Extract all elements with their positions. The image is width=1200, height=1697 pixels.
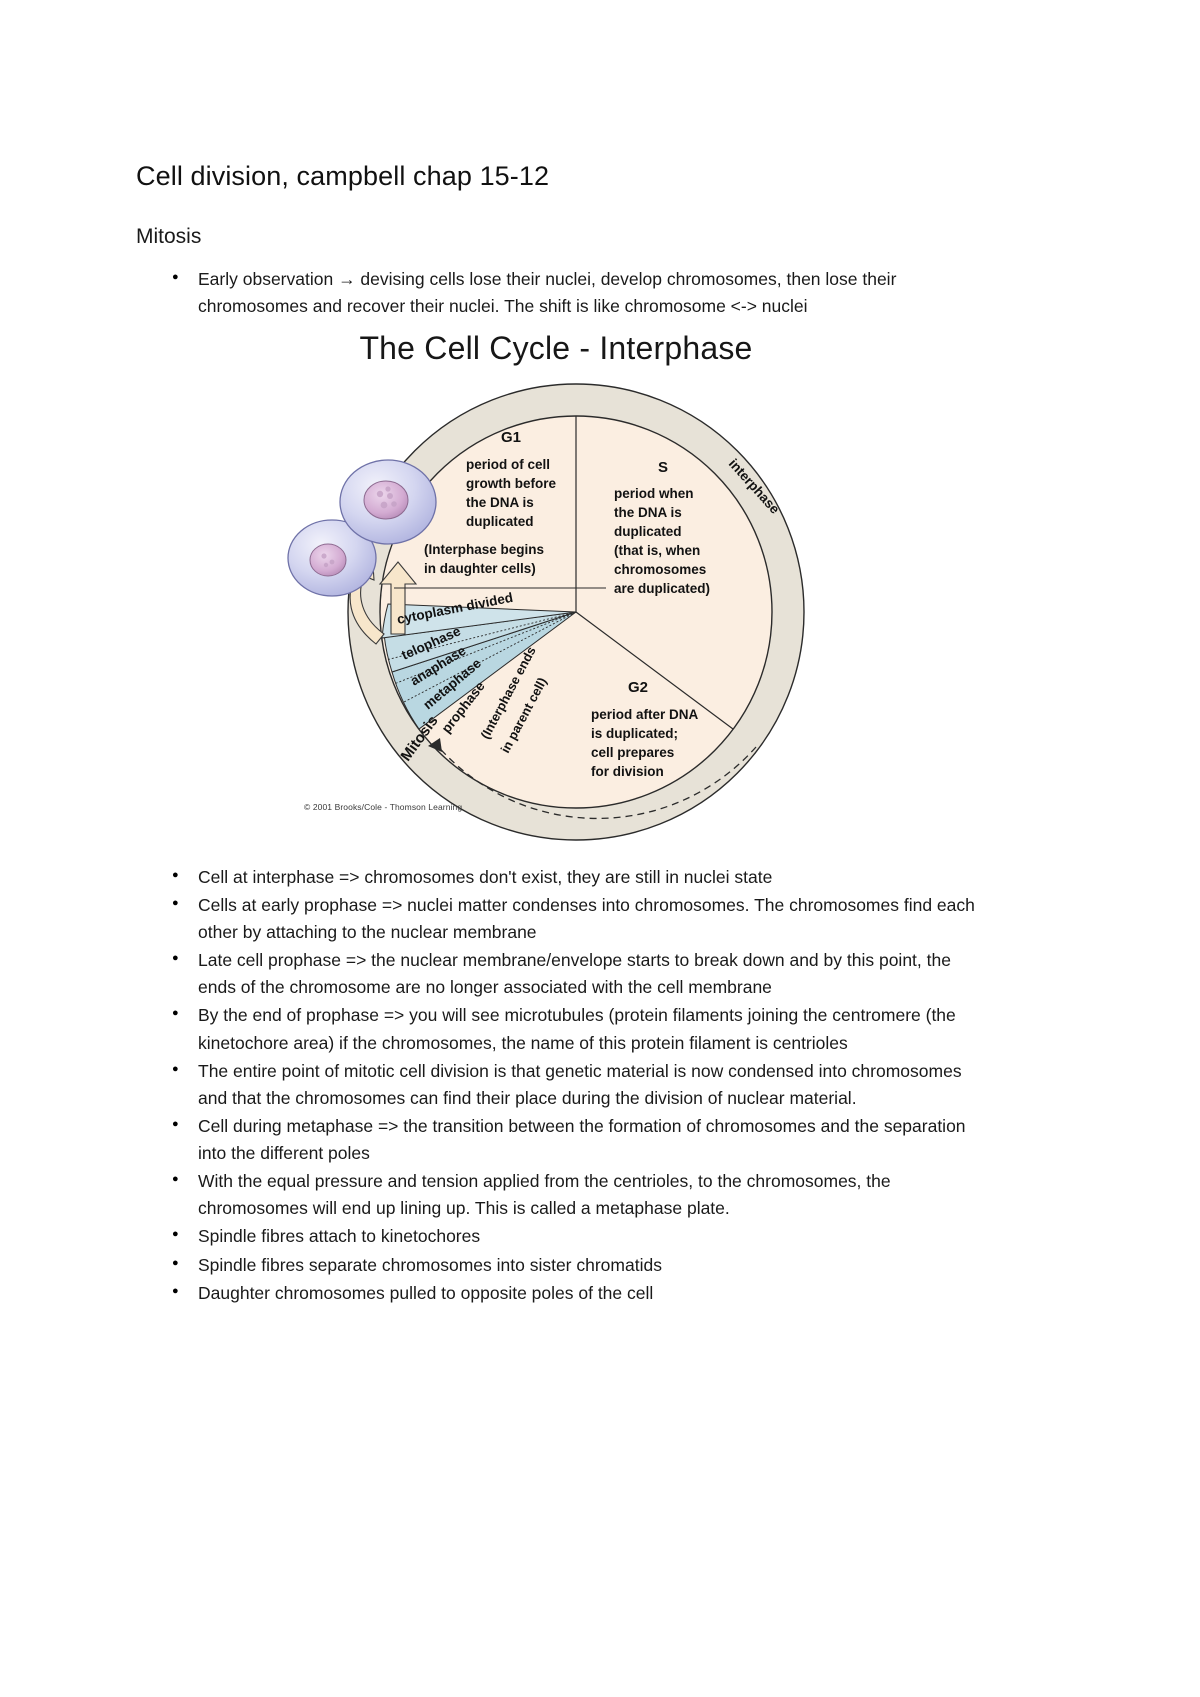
figure-credit: © 2001 Brooks/Cole - Thomson Learning	[304, 801, 463, 812]
g2-line-0: period after DNA	[591, 707, 699, 722]
g1-line-2: the DNA is	[466, 495, 534, 510]
sector-dividers	[575, 415, 734, 730]
list-item: Cell at interphase => chromosomes don't …	[136, 864, 976, 891]
g1-label: G1	[501, 429, 521, 446]
g1-line-3: duplicated	[466, 514, 534, 529]
s-label: S	[658, 459, 668, 476]
list-item: Early observation → devising cells lose …	[136, 266, 976, 320]
intro-bullet-list: Early observation → devising cells lose …	[136, 266, 976, 320]
g2-line-2: cell prepares	[591, 745, 674, 760]
mitosis-wedge	[381, 603, 577, 730]
g1-line-1: growth before	[466, 476, 556, 491]
s-line-1: the DNA is	[614, 505, 682, 520]
s-line-0: period when	[614, 486, 694, 501]
g2-line-1: is duplicated;	[591, 726, 678, 741]
s-line-2: duplicated	[614, 524, 682, 539]
list-item: Spindle fibres attach to kinetochores	[136, 1223, 976, 1250]
s-line-4: chromosomes	[614, 562, 706, 577]
page-title: Cell division, campbell chap 15-12	[136, 161, 550, 191]
g1-line-0: period of cell	[466, 457, 550, 472]
g2-line-3: for division	[591, 764, 664, 779]
list-item: Spindle fibres separate chromosomes into…	[136, 1252, 976, 1279]
g2-label: G2	[628, 679, 648, 696]
list-item: The entire point of mitotic cell divisio…	[136, 1058, 976, 1112]
segment-s-text: S period when the DNA is duplicated (tha…	[614, 459, 710, 596]
segment-g2-text: G2 period after DNA is duplicated; cell …	[591, 679, 699, 779]
list-item: By the end of prophase => you will see m…	[136, 1002, 976, 1056]
list-item: Cell during metaphase => the transition …	[136, 1113, 976, 1167]
document-content: Cell division, campbell chap 15-12 Mitos…	[136, 160, 976, 1308]
list-item: Daughter chromosomes pulled to opposite …	[136, 1280, 976, 1307]
daughter-note-line-0: (Interphase begins	[424, 542, 544, 557]
s-line-5: are duplicated)	[614, 581, 710, 596]
figure-title: The Cell Cycle - Interphase	[359, 329, 753, 366]
section-heading-mitosis: Mitosis	[136, 225, 202, 249]
daughter-cell-note: (Interphase begins in daughter cells)	[424, 542, 544, 576]
list-item: Late cell prophase => the nuclear membra…	[136, 947, 976, 1001]
cycle-direction-arrow	[428, 737, 757, 819]
body-bullet-list: Cell at interphase => chromosomes don't …	[136, 864, 976, 1307]
cell-cycle-diagram: G1 period of cell growth before the DNA …	[136, 372, 976, 847]
daughter-note-line-1: in daughter cells)	[424, 561, 536, 576]
list-item: With the equal pressure and tension appl…	[136, 1168, 976, 1222]
list-item: Cells at early prophase => nuclei matter…	[136, 892, 976, 946]
cell-cycle-figure: The Cell Cycle - Interphase	[136, 330, 976, 850]
daughter-cells	[287, 459, 437, 597]
segment-g1-text: G1 period of cell growth before the DNA …	[466, 429, 556, 529]
s-line-3: (that is, when	[614, 543, 700, 558]
